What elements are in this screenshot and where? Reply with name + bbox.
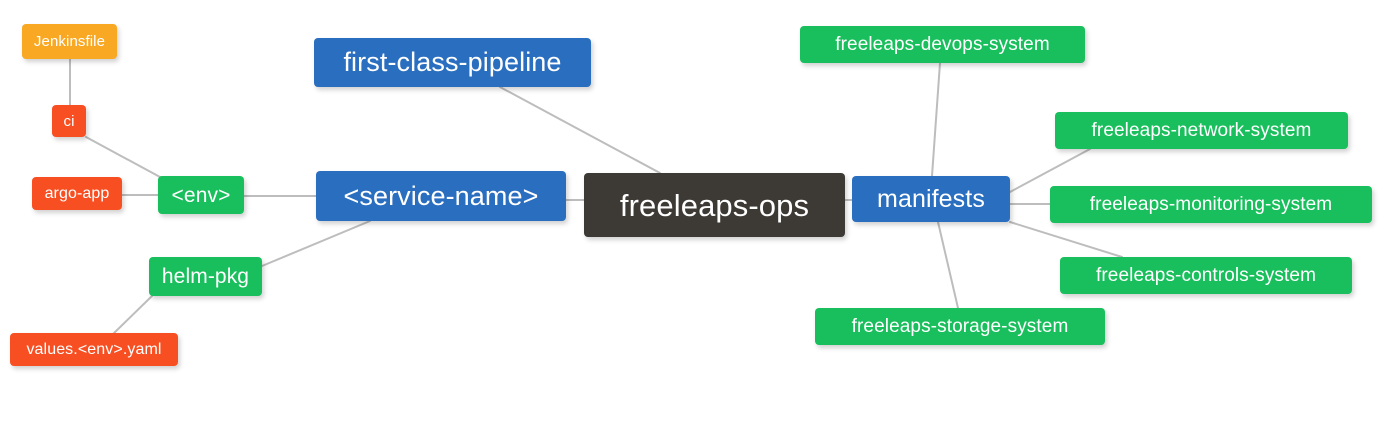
mindmap-node-env[interactable]: <env>: [158, 176, 244, 214]
mindmap-node-freeleaps-monitoring-system[interactable]: freeleaps-monitoring-system: [1050, 186, 1372, 223]
mindmap-node-label: ci: [63, 112, 75, 130]
mindmap-edge-manifests-to-freeleaps-devops-system: [931, 62, 941, 177]
mindmap-edge-ci-to-env: [85, 136, 161, 178]
mindmap-node-label: <env>: [171, 183, 231, 207]
mindmap-node-freeleaps-network-system[interactable]: freeleaps-network-system: [1055, 112, 1348, 149]
mindmap-node-values-env-yaml[interactable]: values.<env>.yaml: [10, 333, 178, 366]
mindmap-node-label: freeleaps-network-system: [1091, 120, 1312, 141]
mindmap-node-label: manifests: [877, 184, 985, 213]
mindmap-node-first-class-pipeline[interactable]: first-class-pipeline: [314, 38, 591, 87]
mindmap-node-label: freeleaps-storage-system: [851, 316, 1069, 337]
mindmap-node-argo-app[interactable]: argo-app: [32, 177, 122, 210]
mindmap-edge-helm-pkg-to-values-env-yaml: [111, 295, 153, 336]
mindmap-node-label: values.<env>.yaml: [26, 340, 162, 358]
mindmap-node-freeleaps-ops[interactable]: freeleaps-ops: [584, 173, 845, 237]
mindmap-node-label: first-class-pipeline: [343, 47, 562, 77]
mindmap-edge-first-class-pipeline-to-freeleaps-ops: [499, 86, 661, 174]
mindmap-node-ci[interactable]: ci: [52, 105, 86, 137]
mindmap-node-service-name[interactable]: <service-name>: [316, 171, 566, 221]
mindmap-node-label: freeleaps-ops: [619, 187, 810, 223]
mindmap-edge-manifests-to-freeleaps-controls-system: [1009, 221, 1123, 258]
mindmap-node-label: freeleaps-controls-system: [1095, 265, 1317, 286]
mindmap-node-label: freeleaps-devops-system: [835, 34, 1050, 55]
mindmap-node-helm-pkg[interactable]: helm-pkg: [149, 257, 262, 296]
mindmap-edge-manifests-to-freeleaps-network-system: [1009, 148, 1091, 193]
mindmap-node-jenkinsfile[interactable]: Jenkinsfile: [22, 24, 117, 59]
mindmap-node-freeleaps-controls-system[interactable]: freeleaps-controls-system: [1060, 257, 1352, 294]
mindmap-node-label: argo-app: [44, 184, 110, 202]
mindmap-node-manifests[interactable]: manifests: [852, 176, 1010, 222]
mindmap-node-label: Jenkinsfile: [33, 33, 106, 50]
mindmap-edge-manifests-to-freeleaps-storage-system: [937, 221, 959, 309]
mindmap-node-label: helm-pkg: [161, 265, 250, 288]
mindmap-node-label: freeleaps-monitoring-system: [1089, 194, 1333, 215]
mindmap-node-freeleaps-devops-system[interactable]: freeleaps-devops-system: [800, 26, 1085, 63]
mindmap-edge-service-name-to-helm-pkg: [261, 220, 371, 267]
mindmap-node-freeleaps-storage-system[interactable]: freeleaps-storage-system: [815, 308, 1105, 345]
mindmap-node-label: <service-name>: [343, 180, 539, 211]
